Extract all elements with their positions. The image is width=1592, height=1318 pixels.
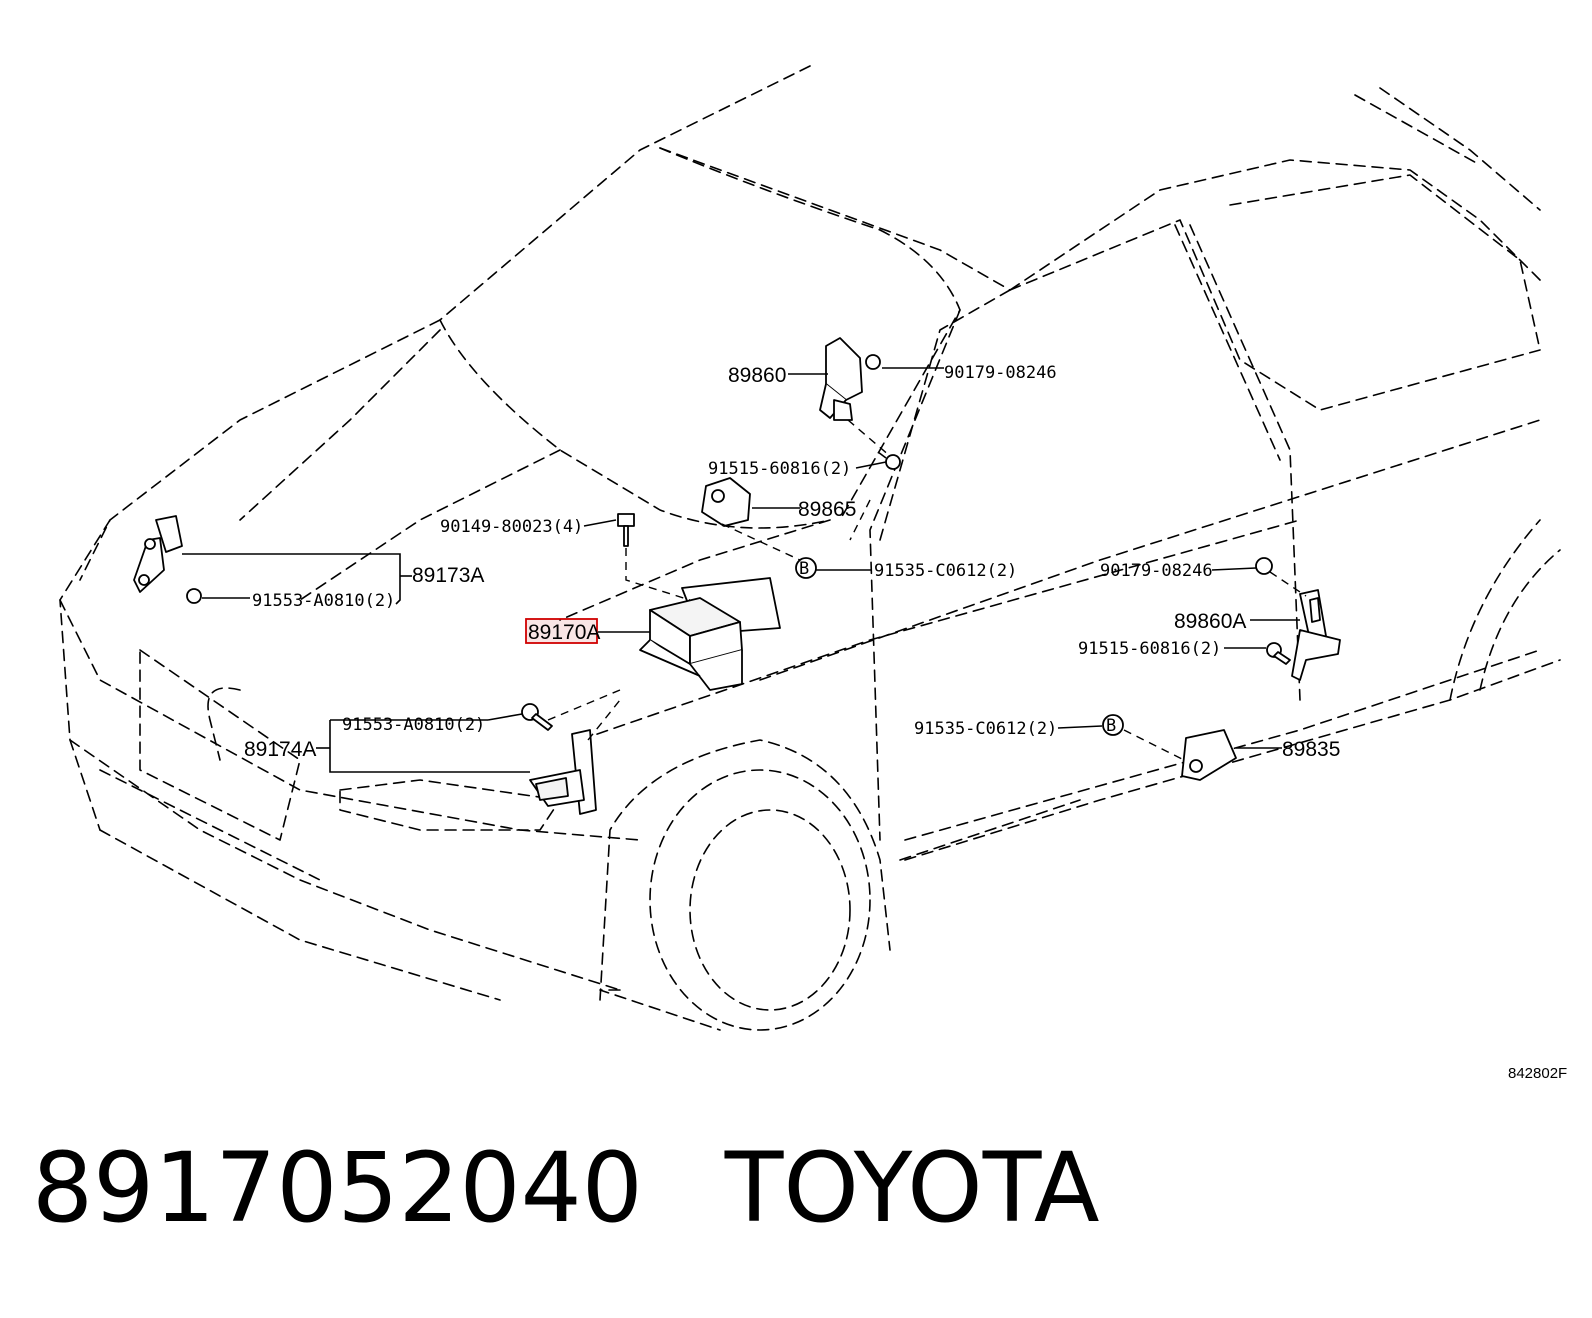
highlight-box-89170A bbox=[525, 618, 598, 644]
sensor-89835 bbox=[1181, 729, 1237, 781]
label-91535-top: 91535-C0612(2) bbox=[874, 561, 1017, 581]
svg-text:B: B bbox=[799, 559, 809, 579]
label-89835: 89835 bbox=[1282, 738, 1340, 761]
nut-91535-top: B bbox=[795, 557, 817, 579]
label-90149: 90149-80023(4) bbox=[440, 517, 583, 537]
ecu-89170A bbox=[639, 577, 781, 691]
label-89860: 89860 bbox=[728, 364, 786, 387]
leader-lines bbox=[182, 367, 1307, 773]
part-labels: 89860 90179-08246 91515-60816(2) 89865 9… bbox=[244, 363, 1567, 1080]
sensor-89860 bbox=[819, 337, 901, 470]
bolt-91553-lower bbox=[521, 703, 553, 731]
sensor-89860A bbox=[1291, 589, 1341, 681]
label-90179-top: 90179-08246 bbox=[944, 363, 1057, 383]
sensor-89174A bbox=[529, 729, 597, 815]
label-89173A: 89173A bbox=[412, 564, 484, 587]
label-89865: 89865 bbox=[798, 498, 856, 521]
brand-name: TOYOTA bbox=[724, 1132, 1100, 1244]
sensor-89865 bbox=[701, 477, 751, 527]
label-89174A: 89174A bbox=[244, 738, 316, 761]
label-91553-top: 91553-A0810(2) bbox=[252, 591, 395, 611]
svg-text:B: B bbox=[1106, 716, 1116, 736]
label-90179-right: 90179-08246 bbox=[1100, 561, 1213, 581]
figure-reference: 842802F bbox=[1508, 1065, 1567, 1080]
label-91515-top: 91515-60816(2) bbox=[708, 459, 851, 479]
parts-diagram: B bbox=[59, 65, 1567, 1080]
label-91553-bottom: 91553-A0810(2) bbox=[342, 715, 485, 735]
caption: 8917052040 TOYOTA bbox=[32, 1128, 1100, 1248]
label-91535-bottom: 91535-C0612(2) bbox=[914, 719, 1057, 739]
label-89860A: 89860A bbox=[1174, 610, 1246, 633]
sensor-89173A bbox=[133, 515, 202, 604]
part-number: 8917052040 bbox=[32, 1132, 643, 1244]
label-91515-right: 91515-60816(2) bbox=[1078, 639, 1221, 659]
nut-90179-right bbox=[1255, 557, 1273, 575]
car-parts-illustration: B bbox=[59, 65, 1567, 1080]
label-89170A[interactable]: 89170A bbox=[528, 621, 600, 644]
bolt-90149 bbox=[617, 513, 635, 547]
bolt-91515-right bbox=[1266, 642, 1291, 665]
car-body-outline bbox=[59, 65, 1561, 1031]
nut-91535-lower: B bbox=[1102, 714, 1124, 736]
